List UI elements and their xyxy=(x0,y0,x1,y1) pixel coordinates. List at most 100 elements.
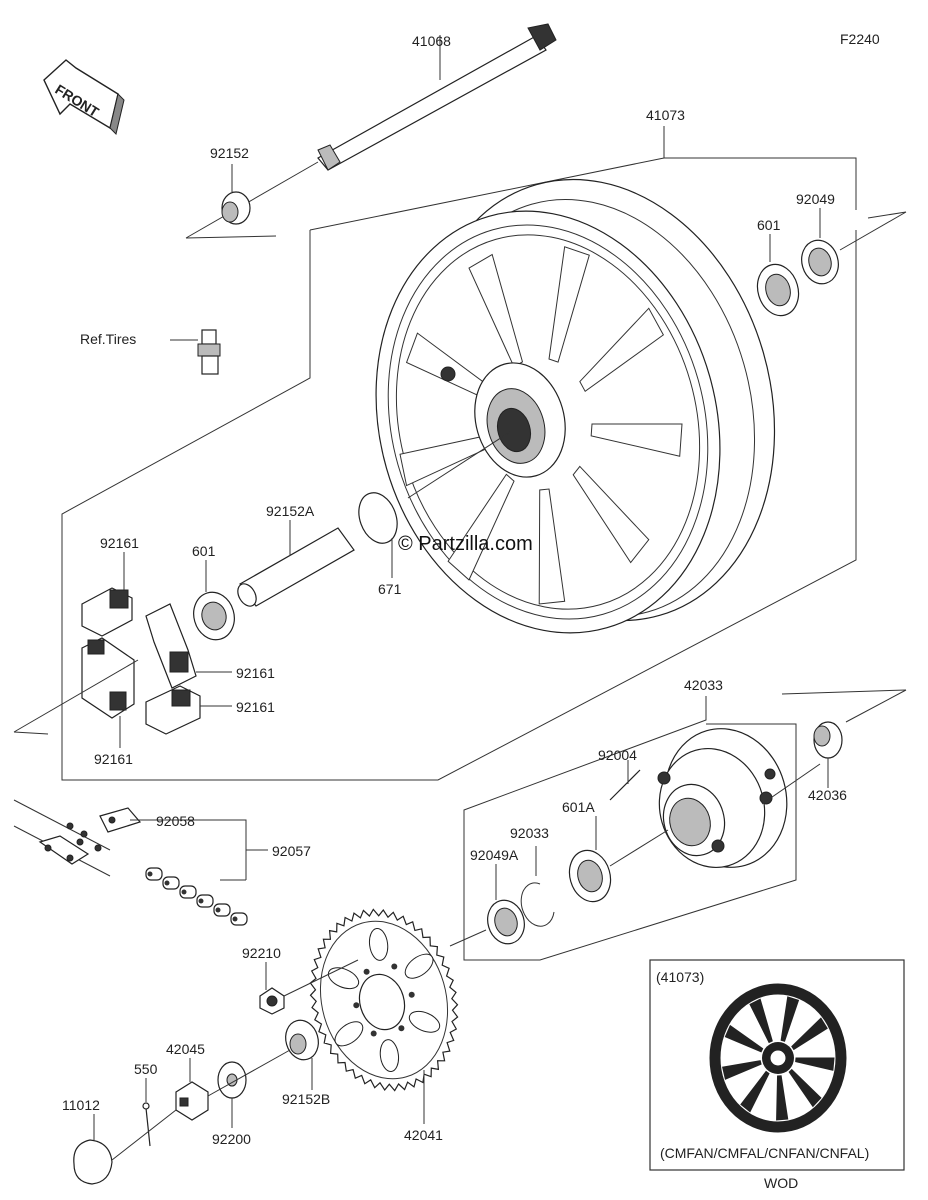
axle-part xyxy=(185,23,557,239)
callout-coupling: 42033 xyxy=(684,677,723,693)
washer-part xyxy=(217,1061,247,1128)
callout-bearing-right: 601 xyxy=(757,217,781,233)
inset-spoke xyxy=(740,1070,770,1113)
sprocket-window xyxy=(334,1021,364,1047)
leader-wheel xyxy=(663,126,857,210)
inset-spoke xyxy=(795,1057,835,1071)
sprocket-bolt-hole xyxy=(391,963,398,970)
callout-sleeve: 92152A xyxy=(266,503,315,519)
cap-part xyxy=(73,1109,177,1185)
wheel-spoke xyxy=(579,307,665,393)
callout-seal-coupling: 92049A xyxy=(470,847,519,863)
chain-roller xyxy=(164,880,170,886)
stud-part xyxy=(609,760,641,801)
collar-sprocket-part xyxy=(285,1019,319,1090)
sprocket-bolt-hole xyxy=(353,1002,360,1009)
inset-spoke xyxy=(776,1075,789,1121)
seal-right-part xyxy=(801,208,839,285)
sprocket-bolt-hole xyxy=(408,991,415,998)
callout-sprocket: 42041 xyxy=(404,1127,443,1143)
callout-damper-bottom: 92161 xyxy=(94,751,133,767)
chain-link xyxy=(230,912,248,926)
sprocket-window xyxy=(379,1039,400,1073)
callout-bearing-left: 601 xyxy=(192,543,216,559)
callout-collar-sprocket: 92152B xyxy=(282,1091,330,1107)
chain-link xyxy=(196,894,214,908)
chain-roller xyxy=(198,898,204,904)
figure-code: F2240 xyxy=(840,31,880,47)
inset-spoke xyxy=(722,1060,762,1080)
coupling-part xyxy=(657,728,788,869)
sprocket-window xyxy=(408,1010,441,1033)
callout-damper-top: 92161 xyxy=(100,535,139,551)
sprocket-nut-part xyxy=(259,959,359,1015)
sprocket-bolt-hole xyxy=(363,968,370,975)
valve-part xyxy=(170,329,221,375)
damper-rubber-set xyxy=(13,552,232,748)
callout-cap: 11012 xyxy=(62,1097,100,1113)
wheel-spoke xyxy=(590,423,683,457)
collar-top-part xyxy=(185,164,277,239)
callout-collar-top: 92152 xyxy=(210,145,249,161)
callout-valve: Ref.Tires xyxy=(80,331,136,347)
sprocket-windows xyxy=(327,927,441,1073)
group-frame-wheel xyxy=(61,230,857,781)
callout-link: 92058 xyxy=(156,813,195,829)
sprocket-bolt-hole xyxy=(398,1025,405,1032)
wheel-spoke xyxy=(447,473,515,581)
callout-damper-mid: 92161 xyxy=(236,665,275,681)
wheel-spoke xyxy=(572,465,650,564)
wheel-part xyxy=(375,178,776,634)
circlip-part xyxy=(520,846,555,927)
bearing-right-part xyxy=(756,234,800,317)
callout-bearing-coupling: 601A xyxy=(562,799,595,815)
chain-roller xyxy=(232,916,238,922)
bearing-coupling-part xyxy=(568,816,669,903)
sprocket-window xyxy=(404,953,434,979)
seal-coupling-part xyxy=(487,864,525,945)
wheel-spoke xyxy=(548,246,590,363)
group-frame-coupling xyxy=(463,696,797,961)
chain-link xyxy=(213,903,231,917)
inset-wheel-spokes xyxy=(722,996,835,1121)
chain-links xyxy=(145,867,248,926)
inset-spoke xyxy=(749,998,773,1044)
inset-note: WOD xyxy=(764,1175,798,1191)
chain-link xyxy=(145,867,163,881)
chain-link xyxy=(162,876,180,890)
inset-spoke xyxy=(791,1017,828,1051)
callout-chain: 92057 xyxy=(272,843,311,859)
sleeve-part xyxy=(237,520,355,607)
wheel-spoke xyxy=(538,488,566,605)
inset-code: (41073) xyxy=(656,969,704,985)
chain-roller xyxy=(215,907,221,913)
inset-spoke xyxy=(724,1024,764,1053)
callout-stud: 92004 xyxy=(598,747,637,763)
callout-axle: 41068 xyxy=(412,33,451,49)
callout-seal-right: 92049 xyxy=(796,191,835,207)
inset-box xyxy=(649,959,905,1171)
chain-roller xyxy=(181,889,187,895)
chain-part xyxy=(13,799,268,926)
chain-roller xyxy=(147,871,153,877)
callout-oring: 671 xyxy=(378,581,402,597)
callout-wheel: 41073 xyxy=(646,107,685,123)
callout-axle-nut: 42045 xyxy=(166,1041,205,1057)
collar-right-part xyxy=(761,689,907,805)
callout-sprocket-nut: 92210 xyxy=(242,945,281,961)
inset-spoke xyxy=(780,996,800,1042)
watermark: © Partzilla.com xyxy=(398,533,533,555)
callout-damper-low: 92161 xyxy=(236,699,275,715)
callout-pin: 550 xyxy=(134,1061,158,1077)
oring-part xyxy=(358,492,398,578)
sprocket-bolt-hole xyxy=(370,1030,377,1037)
sprocket-window xyxy=(327,967,360,990)
callout-washer: 92200 xyxy=(212,1131,251,1147)
callout-circlip: 92033 xyxy=(510,825,549,841)
sprocket-window xyxy=(368,927,389,961)
chain-link xyxy=(179,885,197,899)
inset-spoke xyxy=(788,1068,822,1108)
inset-models: (CMFAN/CMFAL/CNFAN/CNFAL) xyxy=(660,1145,869,1161)
